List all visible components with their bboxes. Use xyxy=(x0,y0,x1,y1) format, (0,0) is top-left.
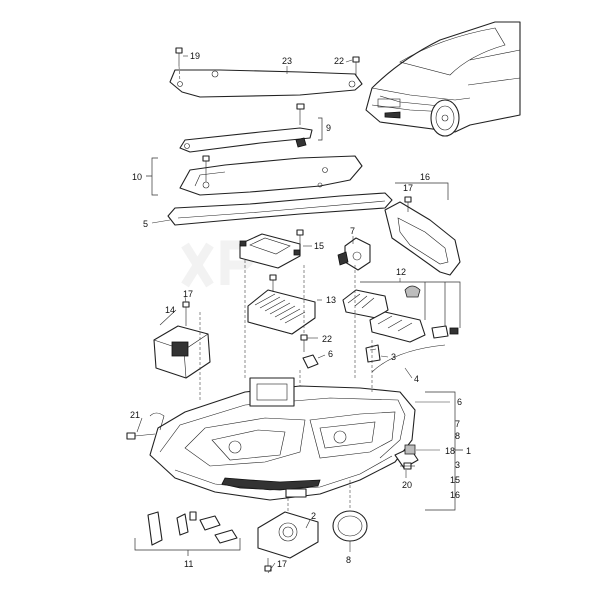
part-5-trim-strip xyxy=(167,192,393,226)
callout-20: 20 xyxy=(402,480,412,490)
part-12-led-group xyxy=(342,281,461,343)
callout-16: 16 xyxy=(420,172,430,182)
callout-15: 15 xyxy=(450,475,460,485)
callout-13: 13 xyxy=(326,295,336,305)
callout-14: 14 xyxy=(165,305,175,315)
callout-11: 11 xyxy=(184,559,193,569)
callout-3: 3 xyxy=(391,352,396,362)
part-19-screw xyxy=(175,47,183,66)
part-20-screw xyxy=(400,462,415,470)
callout-9: 9 xyxy=(326,123,331,133)
part-22-screw-mid xyxy=(300,334,308,352)
callout-3: 3 xyxy=(455,460,460,470)
callout-22: 22 xyxy=(322,334,332,344)
callout-23: 23 xyxy=(282,56,292,66)
callout-16: 16 xyxy=(450,490,460,500)
part-23-mounting-bracket xyxy=(169,69,363,98)
part-22-screw-top xyxy=(352,56,360,76)
callout-22: 22 xyxy=(334,56,344,66)
callout-labels: 19 23 22 9 10 5 15 7 16 17 12 13 17 14 2… xyxy=(130,51,471,569)
part-11-clips xyxy=(134,511,241,556)
part-4-cable xyxy=(371,344,446,373)
part-16-bezel-frame xyxy=(384,196,461,276)
part-6-clip xyxy=(302,354,319,369)
callout-2: 2 xyxy=(311,511,316,521)
part-18-clip xyxy=(404,444,416,455)
callout-18: 18 xyxy=(445,446,455,456)
leader-lines xyxy=(136,55,463,574)
part-7-actuator xyxy=(337,237,371,271)
part-21-screw xyxy=(126,432,156,440)
headlight-housing xyxy=(149,377,419,501)
part-8-ring xyxy=(332,510,368,542)
callout-17: 17 xyxy=(277,559,287,569)
callout-5: 5 xyxy=(143,219,148,229)
callout-8: 8 xyxy=(346,555,351,565)
callout-6: 6 xyxy=(328,349,333,359)
callout-17: 17 xyxy=(403,183,413,193)
callout-10: 10 xyxy=(132,172,142,182)
part-10-cover-panel xyxy=(179,155,363,196)
callout-7: 7 xyxy=(350,226,355,236)
callout-6: 6 xyxy=(457,397,462,407)
callout-17: 17 xyxy=(183,289,193,299)
part-9-strip xyxy=(179,103,313,153)
callout-4: 4 xyxy=(414,374,419,384)
part-15-control-unit xyxy=(239,229,304,269)
callout-1: 1 xyxy=(466,446,471,456)
part-13-led-module xyxy=(247,274,316,335)
callout-8: 8 xyxy=(455,431,460,441)
callout-7: 7 xyxy=(455,419,460,429)
part-2-ballast xyxy=(257,511,319,572)
callout-21: 21 xyxy=(130,410,140,420)
callout-19: 19 xyxy=(190,51,200,61)
car-illustration xyxy=(365,21,521,137)
callout-12: 12 xyxy=(396,267,406,277)
callout-15: 15 xyxy=(314,241,324,251)
part-3-connector xyxy=(365,344,381,363)
part-14-ballast-unit xyxy=(153,301,211,379)
